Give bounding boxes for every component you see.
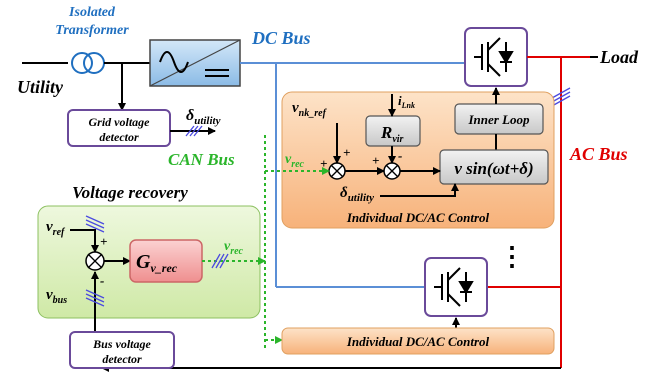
individual-control-panel-2 [281, 327, 555, 355]
v-ref-hash [85, 215, 105, 233]
v-ref-input [70, 229, 99, 253]
load-label: Load [599, 47, 639, 67]
delta-utility-symbol: δutility [186, 107, 221, 127]
sine-symbol-icon [159, 51, 189, 73]
igbt-icon-1 [474, 37, 514, 77]
igbt-icon-2 [434, 267, 474, 307]
v-nk-ref-label: vnk_ref [292, 100, 328, 119]
v-rec-label-can: vrec [285, 152, 305, 170]
bus-detector-label-2: detector [102, 352, 142, 366]
converter-divider [149, 39, 241, 87]
ac-bus-hash [551, 87, 571, 107]
g-v-rec-label: Gv_rec [136, 251, 178, 275]
dc-bus-label: DC Bus [251, 28, 311, 48]
utility-label: Utility [17, 77, 64, 97]
svg-text:+: + [343, 145, 350, 160]
can-bus-label: CAN Bus [168, 150, 235, 169]
bus-detector-label-1: Bus voltage [92, 337, 151, 351]
r-vir-label: Rvir [380, 123, 404, 145]
inner-loop-block [454, 103, 544, 135]
grid-detector-label-2: detector [99, 130, 139, 144]
transformer-coil-left [71, 52, 93, 74]
i-lnk-label: iLnk [398, 93, 415, 110]
inverter-2 [424, 257, 488, 317]
delta-utility-input [380, 183, 459, 197]
ac-bus-label: AC Bus [569, 144, 628, 164]
more-units-ellipsis: ⋮ [499, 242, 525, 271]
delta-utility-hash [185, 125, 203, 137]
v-bus-hash [85, 289, 105, 307]
voltage-recovery-title: Voltage recovery [72, 183, 188, 202]
isolated-transformer-label: Isolated [68, 5, 116, 20]
svg-text:-: - [398, 148, 402, 163]
delta-utility-label-2: δutility [340, 185, 374, 204]
individual-control-label-2: Individual DC/AC Control [346, 334, 490, 349]
transformer-label: Transformer [55, 23, 129, 38]
v-bus-label: vbus [46, 287, 67, 306]
svg-text:+: + [100, 234, 107, 249]
grid-voltage-detector-box [67, 109, 171, 147]
individual-control-label-1: Individual DC/AC Control [346, 210, 490, 225]
grid-detector-label-1: Grid voltage [89, 115, 151, 129]
transformer-coil-right [83, 52, 105, 74]
svg-text:+: + [320, 156, 327, 171]
v-ref-label: vref [46, 219, 66, 238]
svg-text:+: + [372, 153, 379, 168]
v-rec-label-out: vrec [224, 239, 244, 257]
bus-voltage-detector-box [69, 331, 175, 369]
inner-loop-label: Inner Loop [467, 112, 530, 127]
vsin-label: v sin(ωt+δ) [454, 159, 533, 178]
v-rec-hash [211, 253, 229, 269]
svg-text:-: - [100, 273, 104, 288]
